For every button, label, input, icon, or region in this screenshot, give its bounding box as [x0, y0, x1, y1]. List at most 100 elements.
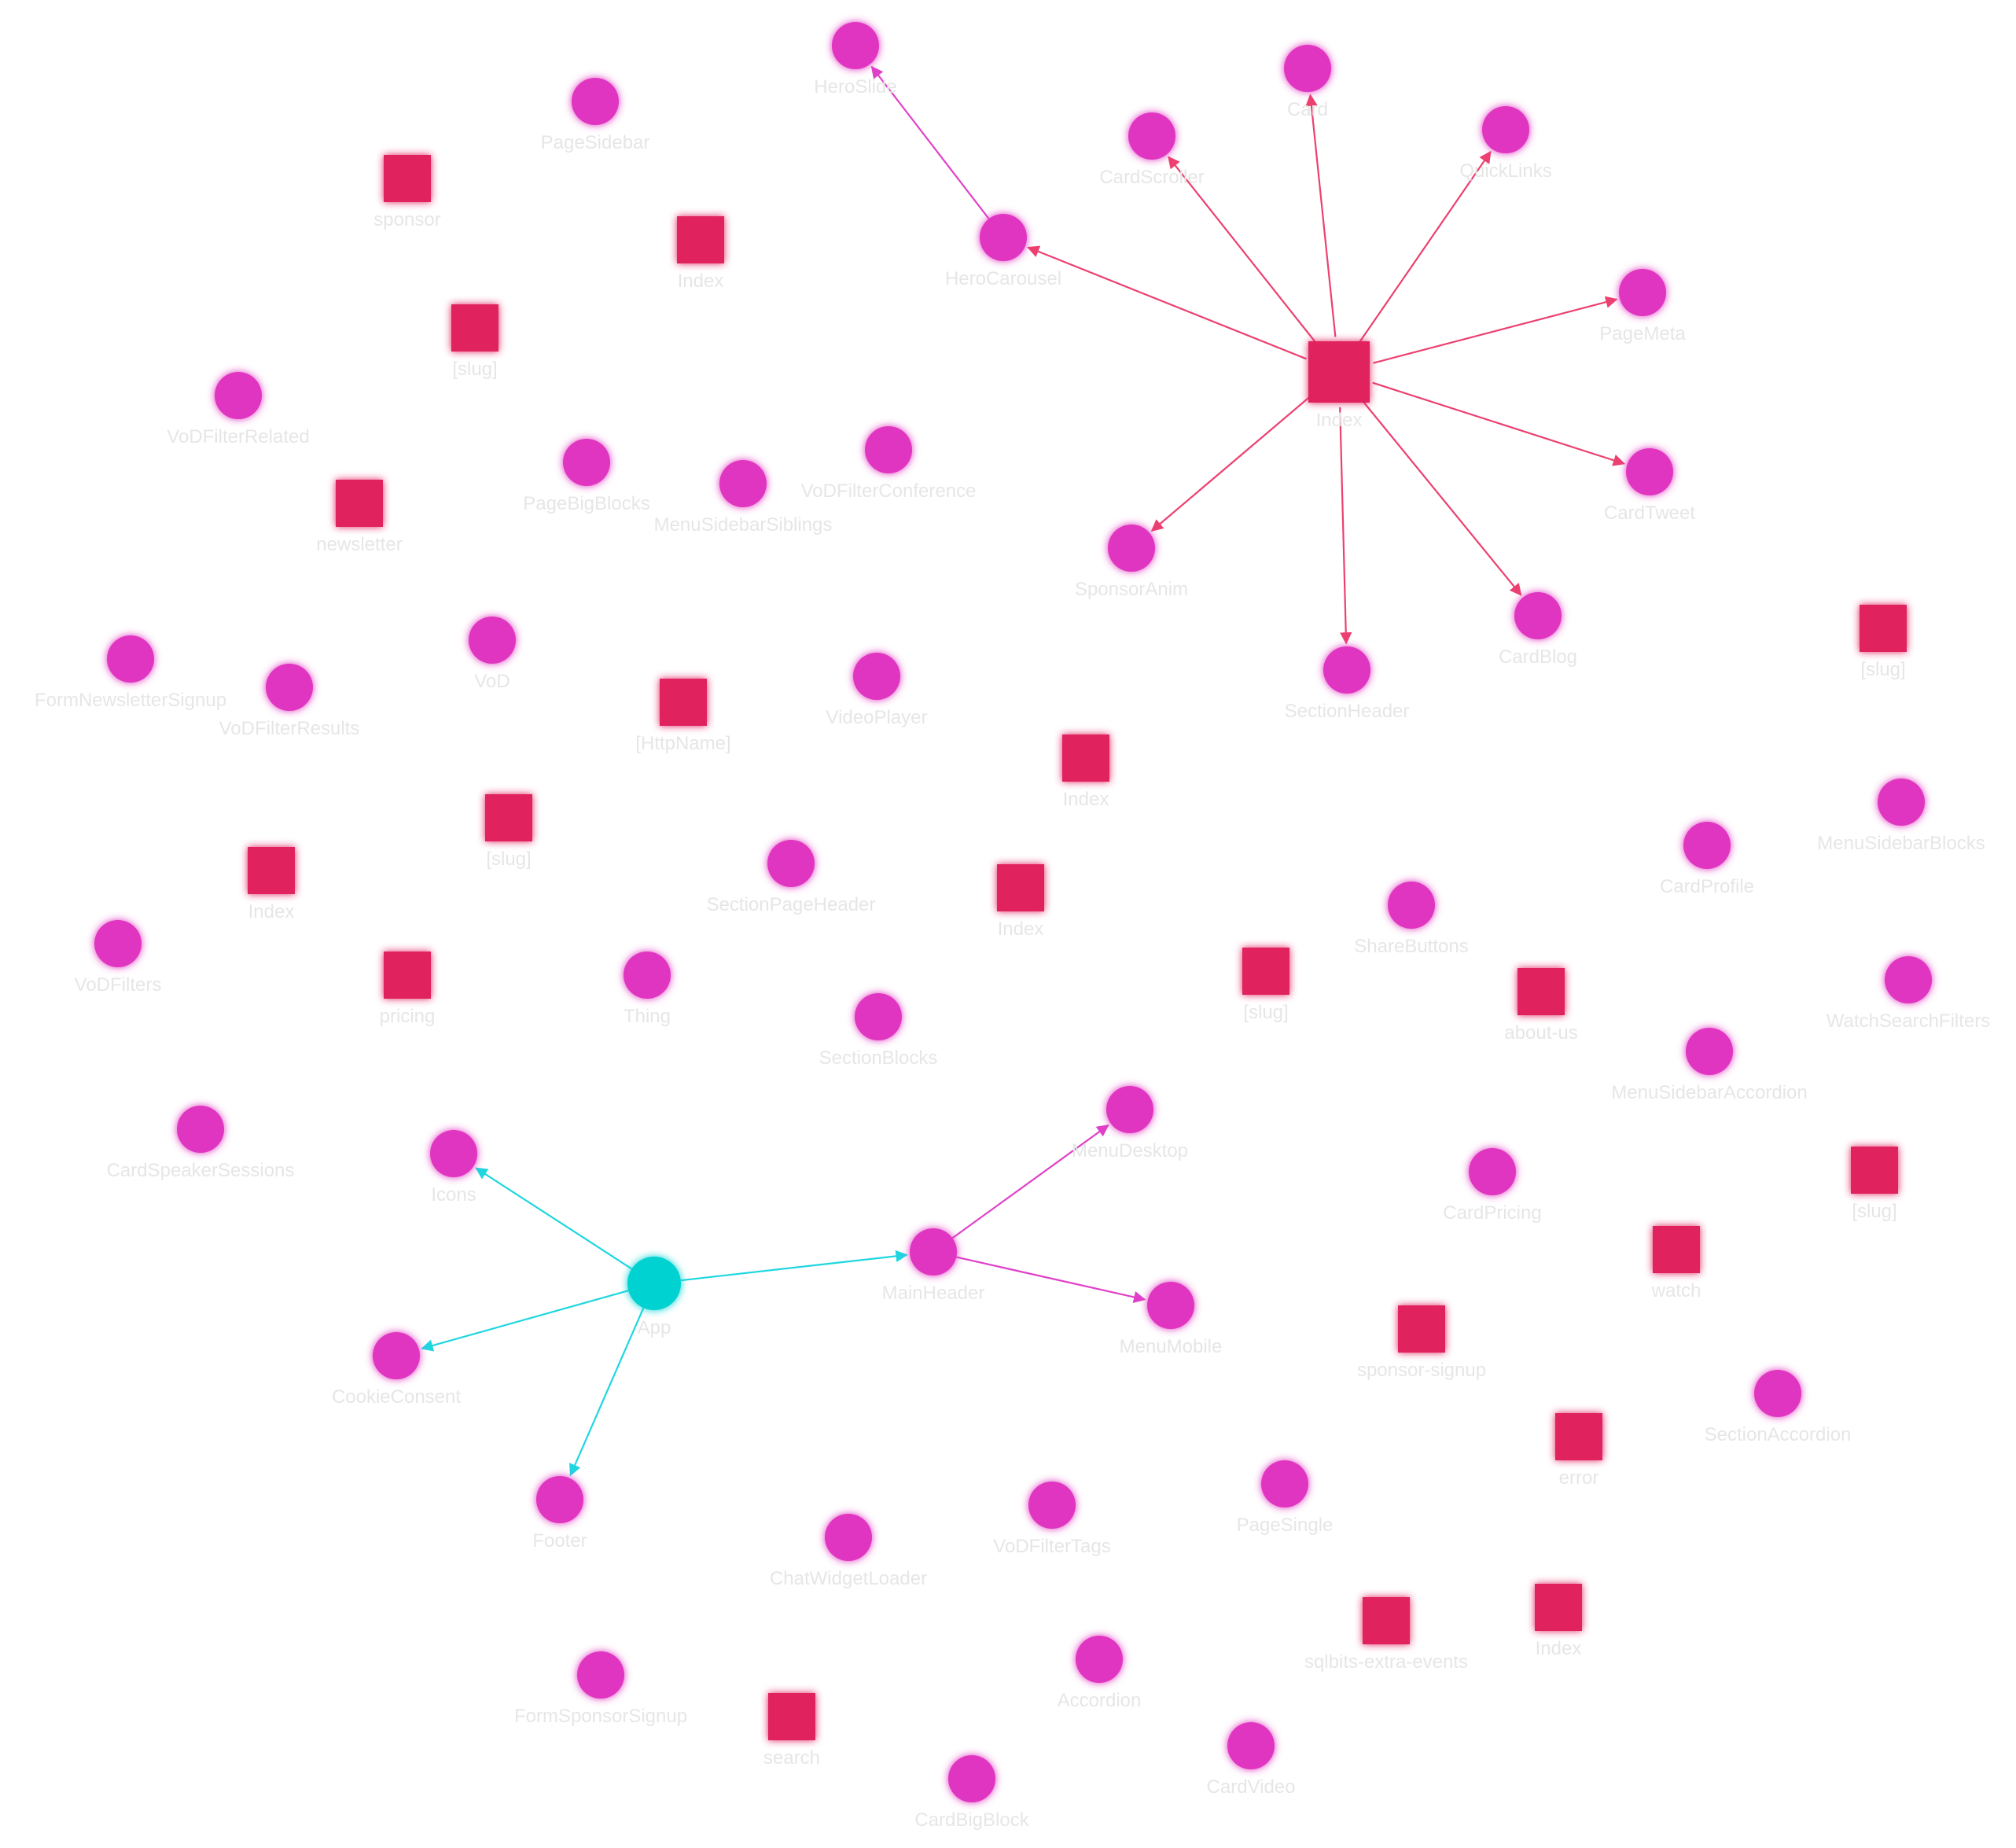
component-node-circle[interactable] — [1878, 779, 1925, 826]
node-watchsearchfilters[interactable] — [1885, 956, 1932, 1003]
component-node-circle[interactable] — [1028, 1482, 1076, 1529]
component-node-circle[interactable] — [373, 1332, 420, 1379]
component-node-circle[interactable] — [1514, 592, 1562, 639]
node-vodfilterrelated[interactable] — [215, 372, 262, 419]
page-node-square[interactable] — [1242, 948, 1289, 995]
node-pagemeta[interactable] — [1619, 269, 1666, 316]
node-page-index4[interactable] — [248, 847, 295, 894]
node-menusidebaraccordion[interactable] — [1686, 1028, 1733, 1075]
page-node-square[interactable] — [1860, 605, 1907, 652]
page-node-square[interactable] — [1535, 1584, 1582, 1631]
component-node-circle[interactable] — [832, 22, 879, 69]
page-node-square[interactable] — [1555, 1413, 1602, 1460]
node-page-slug1[interactable] — [451, 304, 498, 352]
component-node-circle[interactable] — [1323, 646, 1370, 694]
page-node-square[interactable] — [384, 952, 431, 999]
node-footer[interactable] — [536, 1476, 583, 1523]
node-cardspeakersessions[interactable] — [177, 1106, 224, 1153]
component-node-circle[interactable] — [266, 664, 313, 711]
node-page-slug4[interactable] — [1851, 1147, 1898, 1194]
component-node-circle[interactable] — [469, 617, 516, 664]
node-page-watch[interactable] — [1653, 1226, 1700, 1273]
node-page-sponsor[interactable] — [384, 155, 431, 202]
node-page-pricing[interactable] — [384, 952, 431, 999]
component-node-circle[interactable] — [980, 214, 1027, 261]
node-menusidebarblocks[interactable] — [1878, 779, 1925, 826]
page-node-square[interactable] — [677, 216, 724, 263]
node-page-search[interactable] — [768, 1693, 815, 1740]
node-page-index-main[interactable] — [1308, 341, 1370, 403]
page-node-square[interactable] — [660, 679, 707, 726]
node-sectionblocks[interactable] — [855, 993, 902, 1040]
node-page-index6[interactable] — [1535, 1584, 1582, 1631]
node-videoplayer[interactable] — [853, 653, 900, 700]
component-node-circle[interactable] — [910, 1228, 957, 1276]
node-formsponsorsignup[interactable] — [577, 1651, 624, 1699]
component-node-circle[interactable] — [1388, 882, 1435, 929]
node-sectionheader[interactable] — [1323, 646, 1370, 694]
component-node-circle[interactable] — [1106, 1086, 1153, 1133]
component-node-circle[interactable] — [107, 635, 154, 683]
page-node-square[interactable] — [1062, 734, 1109, 782]
node-pagesingle[interactable] — [1261, 1460, 1308, 1507]
node-vod[interactable] — [469, 617, 516, 664]
node-page-slug-right[interactable] — [1860, 605, 1907, 652]
node-page-error[interactable] — [1555, 1413, 1602, 1460]
node-mainheader[interactable] — [910, 1228, 957, 1276]
component-node-circle[interactable] — [825, 1514, 872, 1561]
node-cardbigblock[interactable] — [948, 1755, 995, 1802]
node-vodfilterconference[interactable] — [865, 426, 912, 473]
component-node-circle[interactable] — [853, 653, 900, 700]
node-page-sqlbits[interactable] — [1363, 1597, 1410, 1644]
component-node-circle[interactable] — [1626, 448, 1673, 495]
node-page-slug2[interactable] — [485, 794, 532, 841]
page-node-square[interactable] — [1518, 968, 1565, 1015]
node-sectionpageheader[interactable] — [767, 840, 815, 887]
component-node-circle[interactable] — [1683, 822, 1731, 869]
component-node-circle[interactable] — [1284, 45, 1331, 92]
node-app[interactable] — [627, 1257, 681, 1310]
page-node-square[interactable] — [1653, 1226, 1700, 1273]
page-node-square[interactable] — [1363, 1597, 1410, 1644]
component-node-circle[interactable] — [1482, 106, 1529, 153]
node-page-index2[interactable] — [677, 216, 724, 263]
component-node-circle[interactable] — [1754, 1370, 1801, 1417]
component-node-circle[interactable] — [1227, 1722, 1275, 1769]
component-node-circle[interactable] — [1885, 956, 1932, 1003]
app-node-circle[interactable] — [627, 1257, 681, 1310]
page-node-square[interactable] — [336, 480, 383, 527]
node-cardpricing[interactable] — [1469, 1148, 1516, 1195]
node-menumobile[interactable] — [1147, 1282, 1194, 1329]
component-node-circle[interactable] — [1469, 1148, 1516, 1195]
component-node-circle[interactable] — [577, 1651, 624, 1699]
component-node-circle[interactable] — [215, 372, 262, 419]
component-node-circle[interactable] — [1108, 525, 1155, 572]
component-node-circle[interactable] — [1128, 112, 1175, 160]
node-cardvideo[interactable] — [1227, 1722, 1275, 1769]
node-sponsoranim[interactable] — [1108, 525, 1155, 572]
node-cookieconsent[interactable] — [373, 1332, 420, 1379]
node-thing[interactable] — [624, 952, 671, 999]
page-node-square[interactable] — [451, 304, 498, 352]
node-page-slug3[interactable] — [1242, 948, 1289, 995]
node-pagesidebar[interactable] — [572, 78, 619, 125]
page-node-square[interactable] — [1308, 341, 1370, 403]
component-node-circle[interactable] — [865, 426, 912, 473]
node-vodfilterresults[interactable] — [266, 664, 313, 711]
node-cardtweet[interactable] — [1626, 448, 1673, 495]
node-cardprofile[interactable] — [1683, 822, 1731, 869]
page-node-square[interactable] — [1851, 1147, 1898, 1194]
node-cardblog[interactable] — [1514, 592, 1562, 639]
component-node-circle[interactable] — [1147, 1282, 1194, 1329]
component-node-circle[interactable] — [1261, 1460, 1308, 1507]
node-pagebigblocks[interactable] — [563, 439, 610, 486]
node-sectionaccordion[interactable] — [1754, 1370, 1801, 1417]
node-card[interactable] — [1284, 45, 1331, 92]
page-node-square[interactable] — [384, 155, 431, 202]
component-node-circle[interactable] — [94, 920, 142, 967]
node-page-index3[interactable] — [1062, 734, 1109, 782]
page-node-square[interactable] — [768, 1693, 815, 1740]
node-menusidebarsiblings[interactable] — [719, 460, 767, 507]
component-node-circle[interactable] — [563, 439, 610, 486]
component-node-circle[interactable] — [177, 1106, 224, 1153]
